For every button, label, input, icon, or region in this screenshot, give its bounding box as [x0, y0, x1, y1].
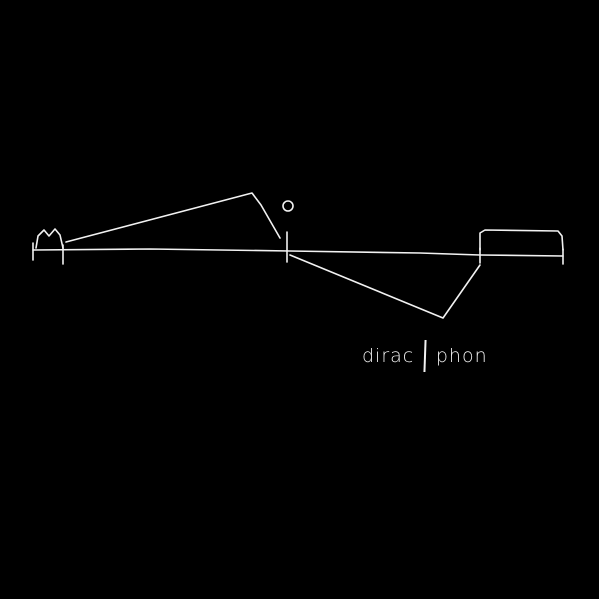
- left-block-shape: [35, 228, 64, 249]
- caption-right: phon: [435, 345, 488, 367]
- upper-diagonal: [65, 192, 281, 243]
- caption-divider: [423, 339, 427, 373]
- caption-left: dirac: [362, 345, 415, 367]
- right-box: [479, 229, 564, 251]
- small-circle: [282, 200, 294, 212]
- logo-caption: dirac phon: [362, 336, 488, 376]
- lower-v-line: [289, 254, 481, 319]
- horizontal-baseline: [32, 248, 564, 257]
